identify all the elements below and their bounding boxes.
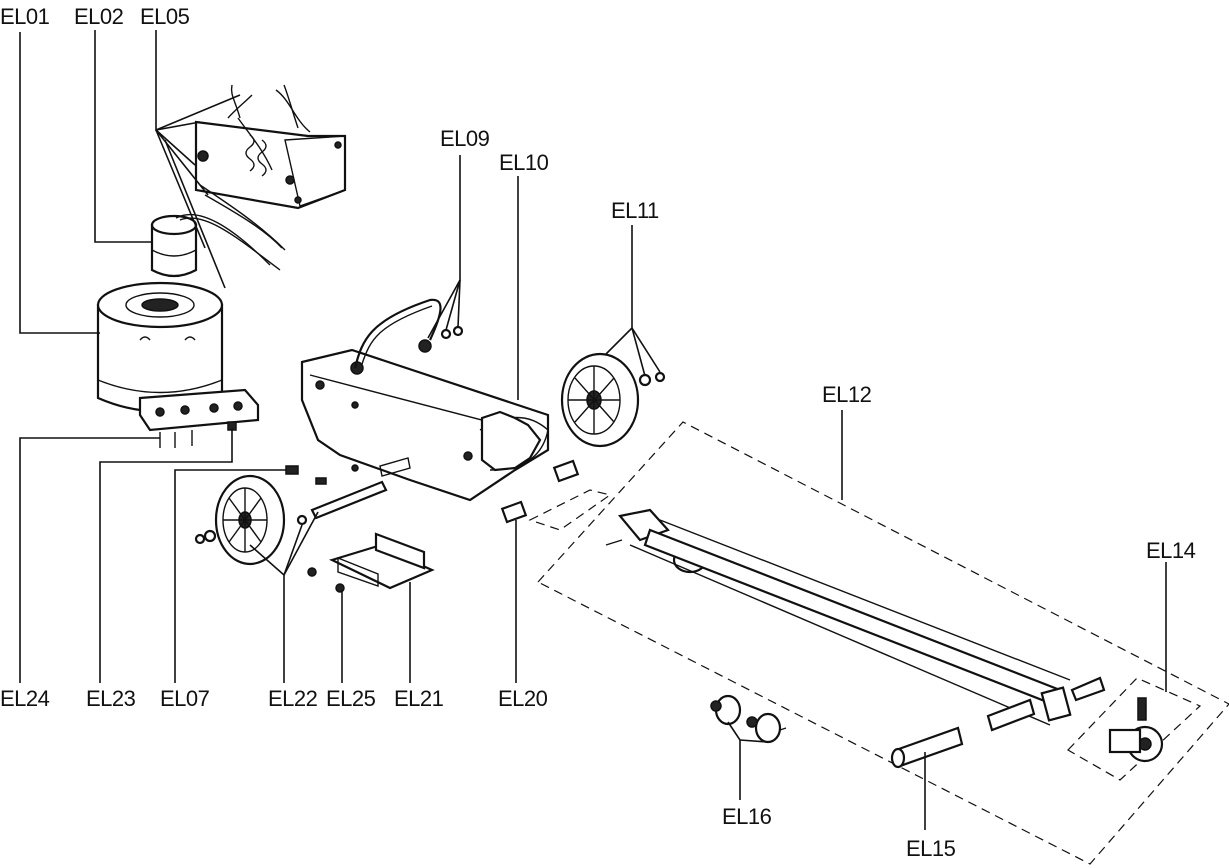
main-frame-part xyxy=(300,298,550,502)
label-el23: EL23 xyxy=(86,686,136,711)
label-el05: EL05 xyxy=(140,4,190,29)
capacitor-part xyxy=(150,213,281,278)
drive-shaft-assembly-part xyxy=(528,421,1229,865)
switch-box-part xyxy=(194,84,347,251)
part-labels: EL01 EL02 EL05 EL09 EL10 EL11 EL12 EL14 … xyxy=(0,4,1196,861)
coupling-part xyxy=(500,459,580,524)
bracket-plate-part xyxy=(307,532,435,593)
label-el02: EL02 xyxy=(74,4,124,29)
label-el07: EL07 xyxy=(160,686,210,711)
label-el09: EL09 xyxy=(440,126,490,151)
label-el21: EL21 xyxy=(394,686,444,711)
label-el22: EL22 xyxy=(268,686,318,711)
rod-part xyxy=(890,676,1106,769)
label-el25: EL25 xyxy=(326,686,376,711)
label-el01: EL01 xyxy=(0,4,50,29)
label-el10: EL10 xyxy=(499,150,549,175)
right-wheel-part xyxy=(560,352,666,448)
label-el16: EL16 xyxy=(722,804,772,829)
end-gear-part xyxy=(1067,677,1202,781)
label-el24: EL24 xyxy=(0,686,50,711)
leader-lines xyxy=(19,30,1167,830)
motor-part xyxy=(96,281,260,432)
washer-set-part xyxy=(440,325,464,340)
label-el15: EL15 xyxy=(906,836,956,861)
left-wheel-part xyxy=(194,474,286,566)
label-el20: EL20 xyxy=(498,686,548,711)
label-el11: EL11 xyxy=(611,198,659,223)
label-el14: EL14 xyxy=(1146,538,1196,563)
label-el12: EL12 xyxy=(822,382,872,407)
axle-part xyxy=(285,457,411,526)
